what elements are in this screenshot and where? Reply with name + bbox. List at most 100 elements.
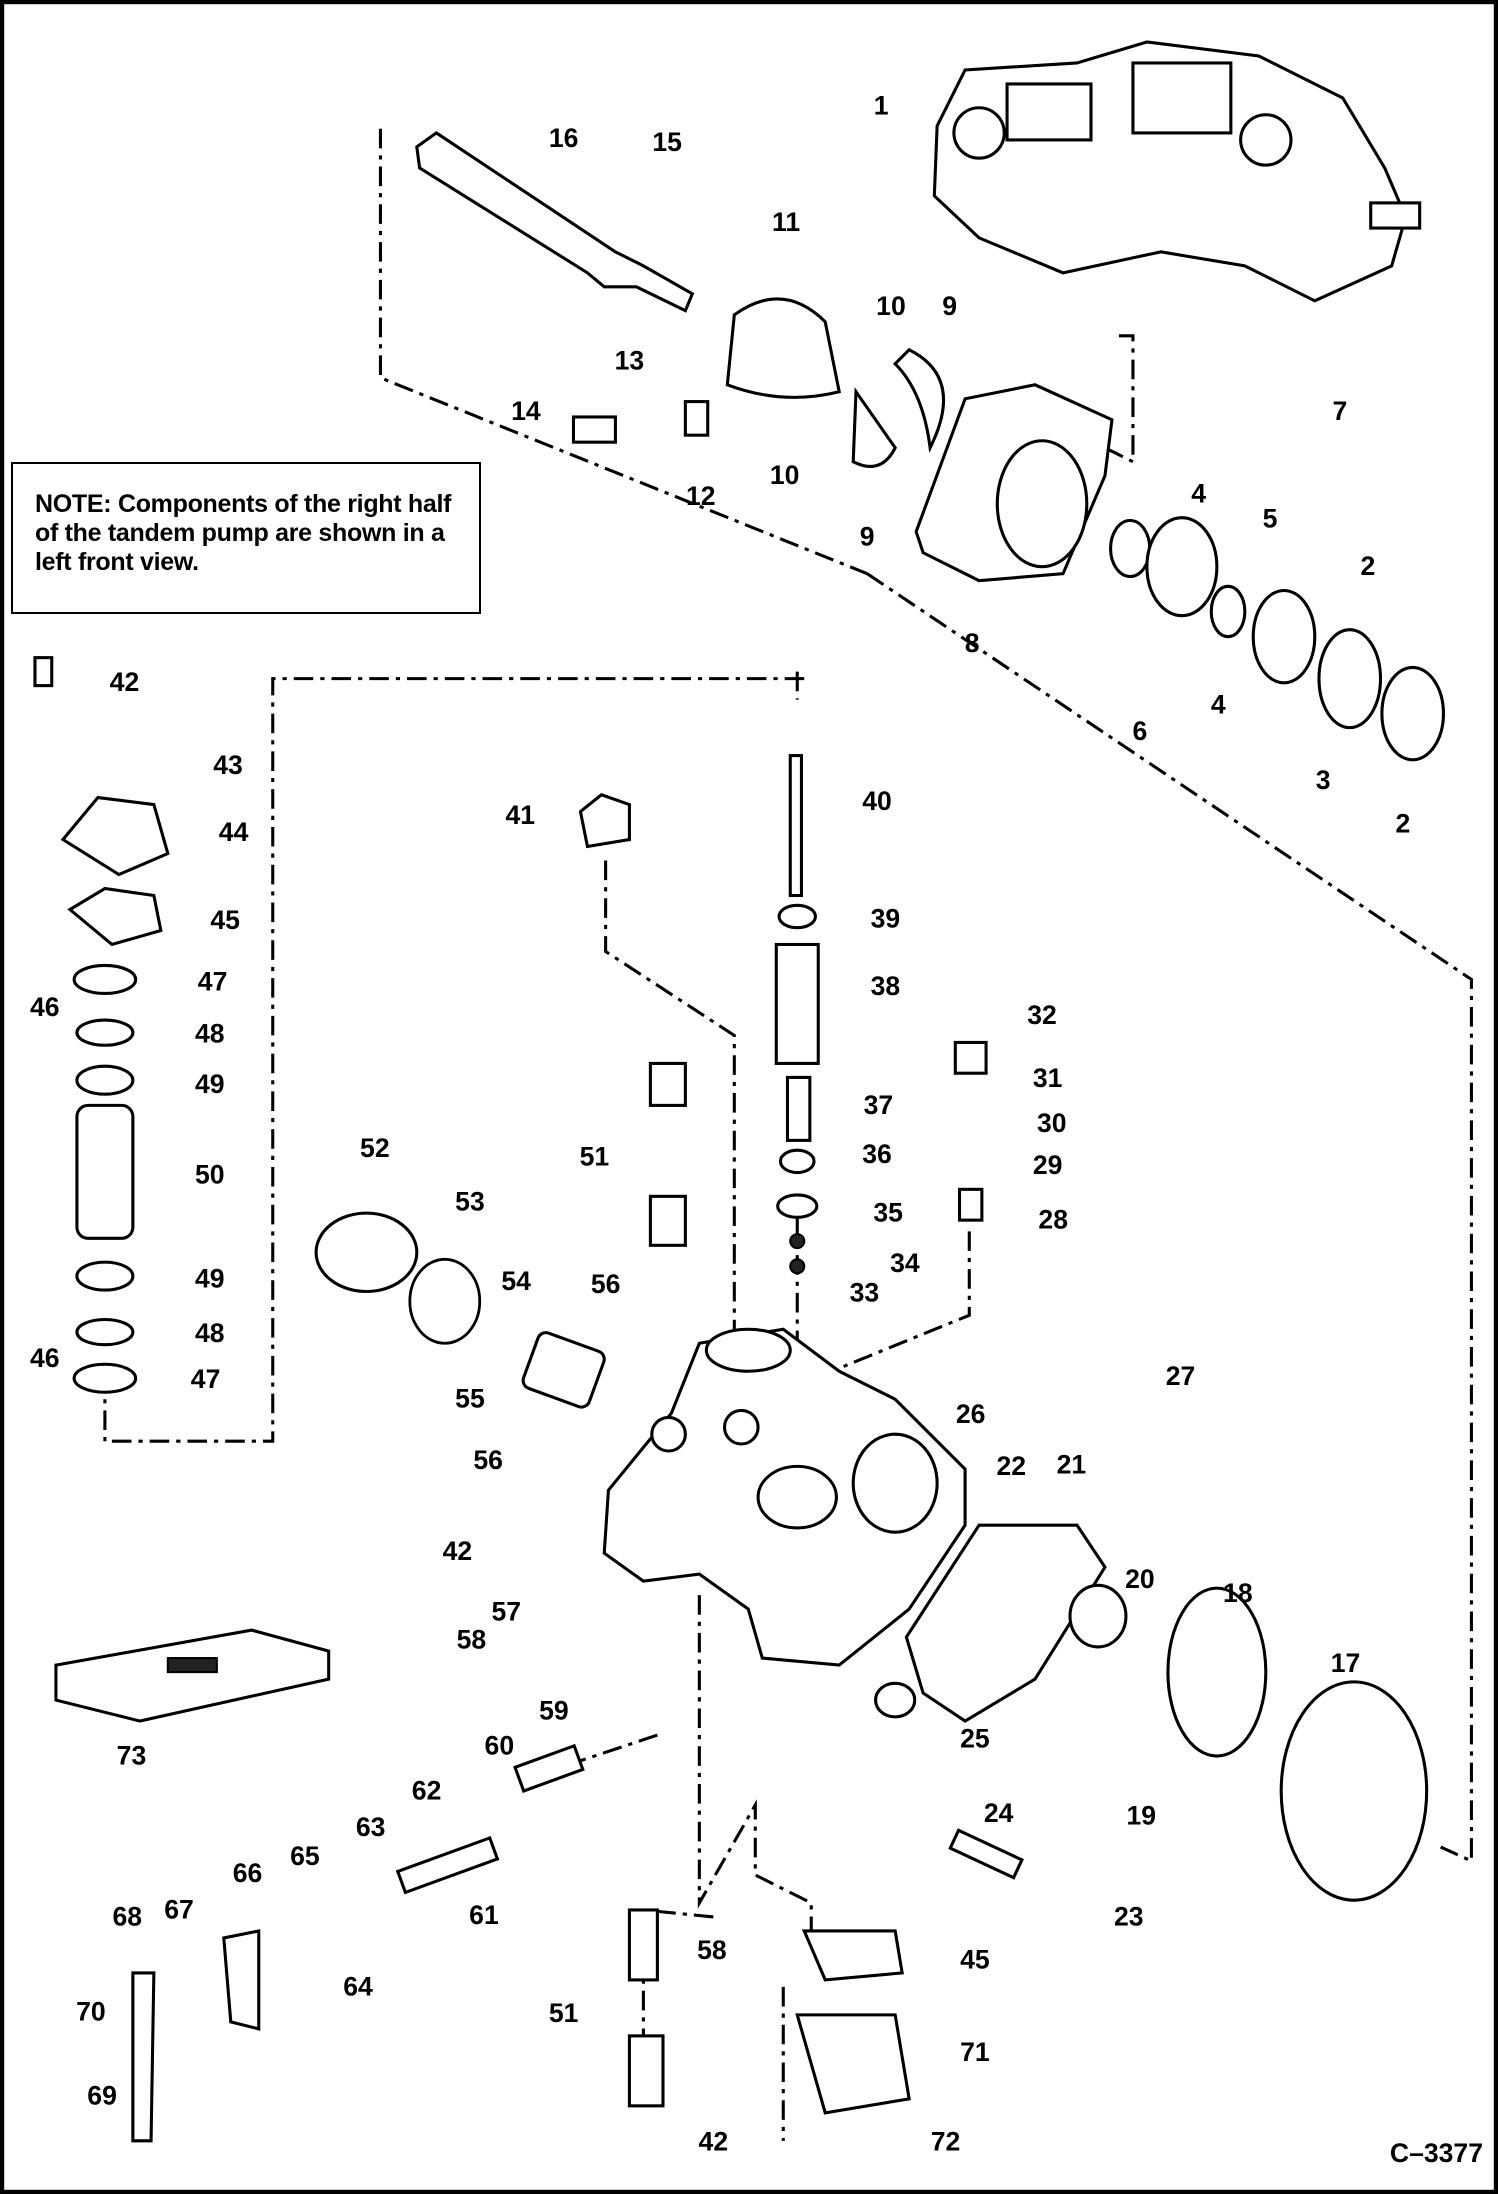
callout-44: 44 [219, 817, 249, 847]
callout-56: 56 [473, 1445, 503, 1475]
plate-cover [795, 2013, 911, 2115]
note-box: NOTE: Components of the right half of th… [11, 462, 481, 614]
callout-58: 58 [697, 1935, 727, 1965]
callout-71: 71 [960, 2037, 990, 2067]
tandem-pump-assembly [932, 40, 1422, 303]
callout-35: 35 [873, 1198, 903, 1228]
bearing [1068, 1583, 1128, 1649]
callout-36: 36 [862, 1139, 892, 1169]
callout-2: 2 [1361, 551, 1376, 581]
callout-10: 10 [770, 460, 800, 490]
callout-9: 9 [942, 291, 957, 321]
sleeve [314, 1211, 419, 1294]
key [571, 415, 617, 444]
callout-42: 42 [110, 667, 140, 697]
pump-housing [602, 1327, 967, 1667]
callout-50: 50 [195, 1160, 225, 1190]
callout-62: 62 [412, 1775, 442, 1805]
callout-1: 1 [874, 91, 889, 121]
valve-cartridge [627, 1908, 659, 1982]
callout-15: 15 [652, 127, 682, 157]
bushing [521, 1331, 606, 1409]
callout-30: 30 [1037, 1108, 1067, 1138]
callout-12: 12 [686, 481, 716, 511]
gasket-cover [801, 1929, 904, 1982]
callout-51: 51 [580, 1142, 610, 1172]
callout-7: 7 [1333, 396, 1348, 426]
callout-69: 69 [87, 2080, 117, 2110]
callout-26: 26 [956, 1399, 986, 1429]
figure-id: C–3377 [1390, 2138, 1483, 2168]
callout-23: 23 [1114, 1901, 1144, 1931]
bearing-half [851, 387, 897, 468]
callout-56: 56 [591, 1269, 621, 1299]
callout-37: 37 [864, 1090, 894, 1120]
callout-14: 14 [511, 396, 541, 426]
callout-65: 65 [290, 1841, 320, 1871]
callout-55: 55 [455, 1384, 485, 1414]
callout-70: 70 [76, 1996, 106, 2026]
callout-22: 22 [996, 1451, 1026, 1481]
callout-47: 47 [198, 967, 228, 997]
callout-8: 8 [965, 628, 980, 658]
callout-72: 72 [931, 2127, 961, 2157]
callout-10: 10 [876, 291, 906, 321]
callout-21: 21 [1057, 1449, 1087, 1479]
card-label [166, 1657, 218, 1674]
callout-45: 45 [210, 905, 240, 935]
callout-63: 63 [356, 1812, 386, 1842]
callout-32: 32 [1027, 1000, 1057, 1030]
valve-cartridge [627, 2034, 665, 2108]
callout-53: 53 [455, 1186, 485, 1216]
callout-48: 48 [195, 1018, 225, 1048]
plug [874, 1681, 917, 1719]
callout-40: 40 [862, 786, 892, 816]
swashplate [725, 297, 842, 399]
callout-68: 68 [112, 1901, 142, 1931]
callout-59: 59 [539, 1696, 569, 1726]
drive-shaft [415, 131, 695, 313]
center-stack [578, 754, 988, 1275]
callout-52: 52 [360, 1133, 390, 1163]
callout-3: 3 [1316, 765, 1331, 795]
card [54, 1628, 331, 1723]
callout-25: 25 [960, 1724, 990, 1754]
valve-plate [1166, 1586, 1268, 1758]
callout-45: 45 [960, 1945, 990, 1975]
spool [513, 1743, 585, 1793]
callout-57: 57 [492, 1596, 522, 1626]
callout-64: 64 [343, 1971, 373, 2001]
bearing [1145, 516, 1219, 618]
callout-49: 49 [195, 1069, 225, 1099]
callout-27: 27 [1166, 1361, 1196, 1391]
seal [1317, 628, 1383, 730]
assembly-line-plug [604, 860, 736, 1337]
spring [948, 1828, 1024, 1880]
callout-19: 19 [1127, 1801, 1157, 1831]
retaining-ring [1251, 588, 1317, 685]
callout-29: 29 [1033, 1150, 1063, 1180]
pin [683, 400, 710, 437]
callout-11: 11 [772, 207, 800, 237]
callout-60: 60 [485, 1731, 515, 1761]
callout-54: 54 [501, 1266, 531, 1296]
callout-42: 42 [699, 2127, 729, 2157]
assembly-line-relief [796, 1231, 971, 1387]
callout-4: 4 [1211, 690, 1226, 720]
spool [395, 1835, 500, 1895]
callout-39: 39 [871, 904, 901, 934]
callout-16: 16 [549, 123, 579, 153]
o-ring [408, 1257, 482, 1345]
bearing-half [892, 347, 946, 453]
callout-58: 58 [457, 1624, 487, 1654]
callout-73: 73 [117, 1740, 147, 1770]
left-stack [33, 656, 170, 1394]
callout-5: 5 [1263, 504, 1278, 534]
callout-18: 18 [1223, 1578, 1253, 1608]
lever [222, 1929, 261, 2031]
callout-6: 6 [1133, 716, 1148, 746]
assembly-line-left [103, 671, 805, 1443]
assembly-line-plate [1104, 334, 1135, 465]
